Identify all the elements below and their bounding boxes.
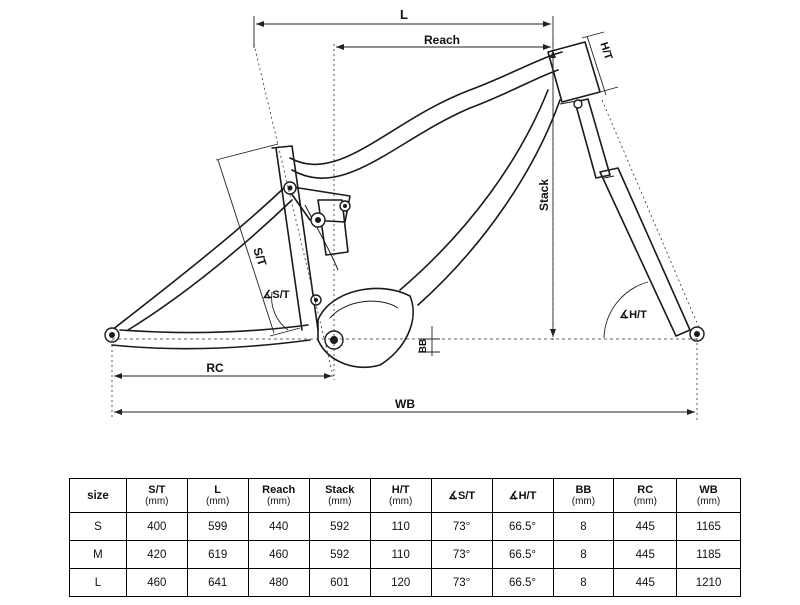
table-cell: 66.5° (491, 568, 554, 597)
table-cell: 601 (308, 568, 371, 597)
pivots (104, 99, 705, 350)
column-label: RC (637, 483, 654, 496)
label-ht-angle: ∡H/T (619, 309, 647, 321)
label-wb: WB (395, 397, 415, 411)
bike-frame (111, 41, 601, 369)
label-bb: BB (418, 339, 429, 353)
table-cell: 8 (552, 540, 615, 569)
label-stack: Stack (537, 179, 551, 211)
column-unit: (mm) (633, 495, 657, 507)
label-l: L (400, 7, 408, 22)
label-ht: H/T (597, 41, 614, 62)
column-header: S/T(mm) (125, 478, 188, 513)
column-header: ∡H/T (491, 478, 554, 513)
table-cell: 592 (308, 540, 371, 569)
column-unit: (mm) (571, 495, 596, 507)
column-unit: (mm) (328, 495, 352, 507)
column-label: ∡S/T (448, 489, 476, 502)
table-cell: 110 (369, 540, 432, 569)
table-cell: 73° (430, 540, 493, 569)
table-cell: 599 (186, 512, 249, 541)
column-header: Stack(mm) (308, 478, 371, 513)
table-cell: 445 (613, 512, 678, 541)
table-cell: 1210 (676, 568, 741, 597)
table-cell: 120 (369, 568, 432, 597)
table-cell: 1185 (676, 540, 741, 569)
column-label: H/T (391, 483, 410, 496)
dimension-lines (111, 16, 701, 420)
table-cell: 110 (369, 512, 432, 541)
table-cell: 592 (308, 512, 371, 541)
column-label: ∡H/T (508, 489, 537, 502)
column-header: size (69, 478, 127, 513)
column-header: WB(mm) (676, 478, 741, 513)
label-rc: RC (206, 361, 224, 375)
column-unit: (mm) (696, 495, 721, 507)
column-header: RC(mm) (613, 478, 678, 513)
size-cell: L (69, 568, 127, 597)
column-label: S/T (148, 483, 166, 496)
column-header: ∡S/T (430, 478, 493, 513)
fork (559, 98, 691, 337)
column-header: L(mm) (186, 478, 249, 513)
column-label: BB (575, 483, 592, 496)
size-cell: S (69, 512, 127, 541)
table-cell: 420 (125, 540, 188, 569)
table-cell: 8 (552, 568, 615, 597)
table-cell: 8 (552, 512, 615, 541)
table-cell: 66.5° (491, 512, 554, 541)
column-header: BB(mm) (552, 478, 615, 513)
column-label: Reach (262, 483, 296, 496)
size-cell: M (69, 540, 127, 569)
label-st-angle: ∡S/T (263, 289, 290, 301)
table-cell: 66.5° (491, 540, 554, 569)
table-cell: 1165 (676, 512, 741, 541)
dimension-labels: L Reach H/T Stack S/T ∡S/T ∡H/T BB RC WB (206, 7, 647, 411)
table-cell: 400 (125, 512, 188, 541)
table-cell: 445 (613, 540, 678, 569)
table-cell: 445 (613, 568, 678, 597)
table-cell: 440 (247, 512, 310, 541)
column-header: H/T(mm) (369, 478, 432, 513)
label-reach: Reach (424, 33, 460, 47)
label-st: S/T (250, 246, 269, 269)
column-label: L (214, 483, 222, 496)
column-unit: (mm) (206, 495, 230, 507)
table-cell: 460 (125, 568, 188, 597)
column-header: Reach(mm) (247, 478, 310, 513)
column-label: WB (699, 483, 718, 496)
table-cell: 641 (186, 568, 249, 597)
column-unit: (mm) (389, 495, 413, 507)
frame-geometry-diagram: L Reach H/T Stack S/T ∡S/T ∡H/T BB RC WB (104, 7, 705, 420)
column-unit: (mm) (267, 495, 291, 507)
column-label: size (87, 489, 109, 502)
table-cell: 480 (247, 568, 310, 597)
table-cell: 460 (247, 540, 310, 569)
table-cell: 73° (430, 512, 493, 541)
column-label: Stack (325, 483, 355, 496)
column-unit: (mm) (145, 495, 169, 507)
table-cell: 73° (430, 568, 493, 597)
table-cell: 619 (186, 540, 249, 569)
